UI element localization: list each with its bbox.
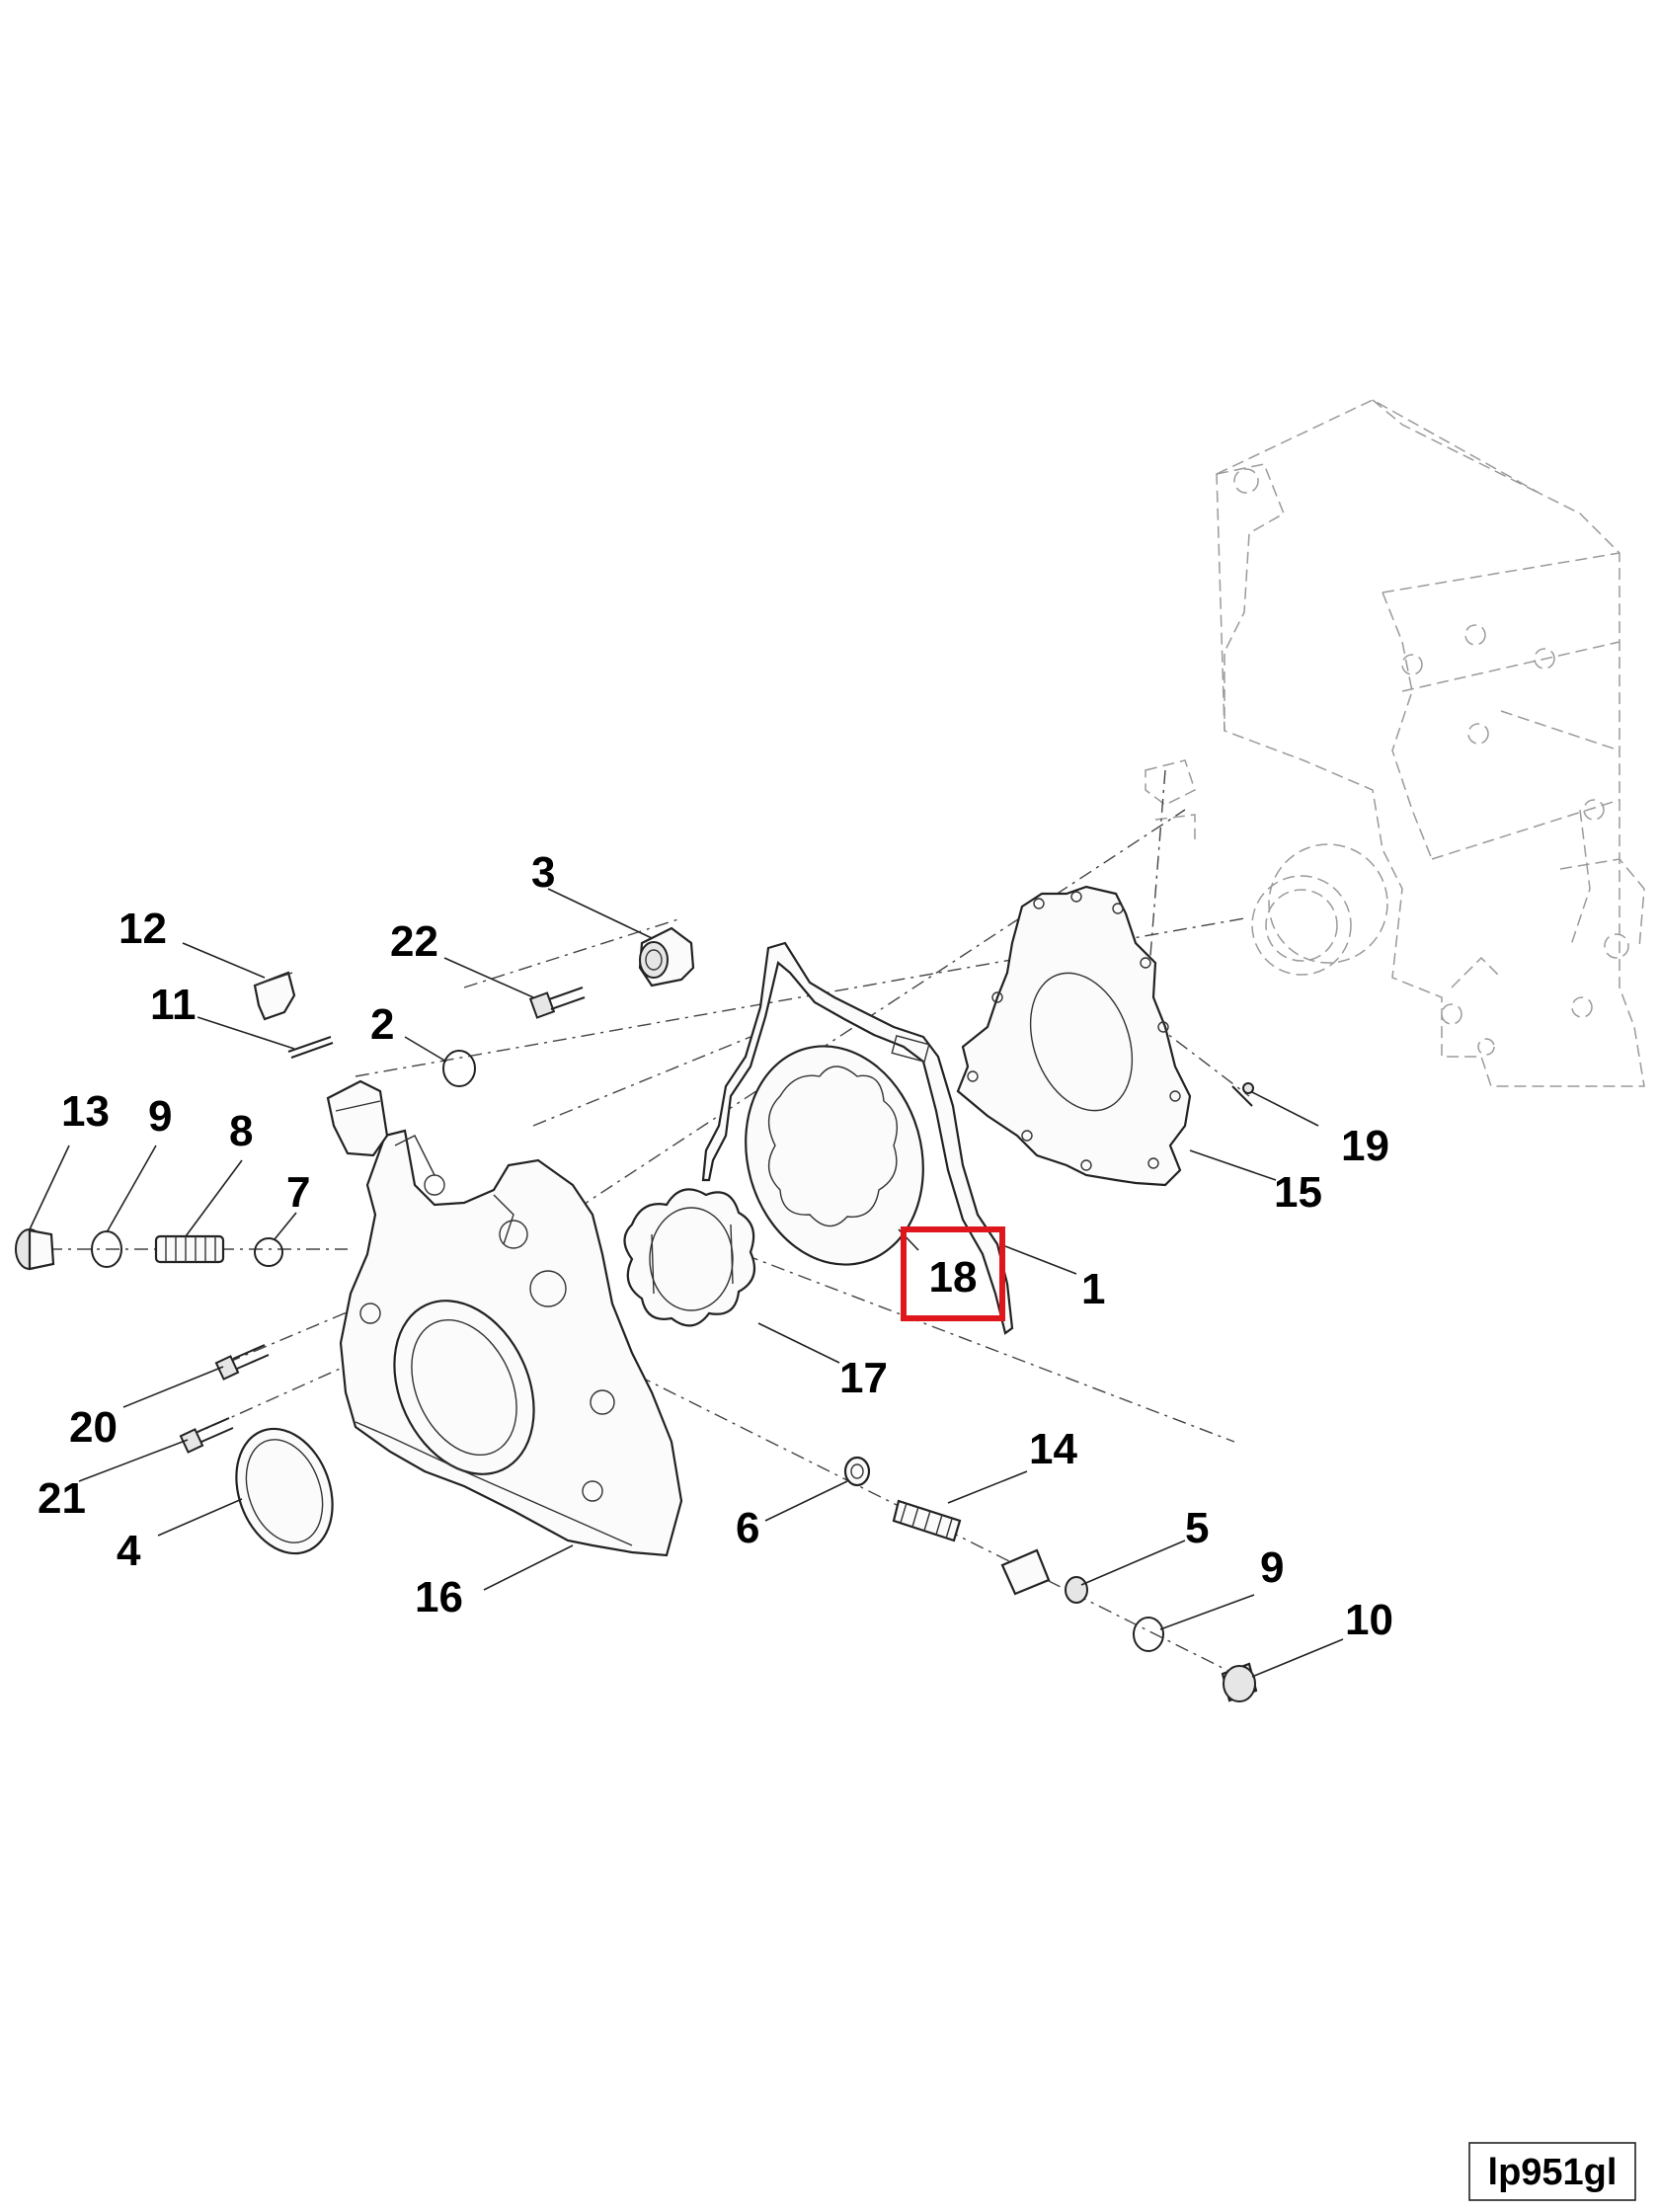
callout-17[interactable]: 17: [839, 1354, 888, 1402]
leader-lines: [29, 888, 1344, 1678]
cap: [253, 971, 296, 1021]
callout-8[interactable]: 8: [229, 1107, 253, 1155]
bolt-22: [528, 987, 586, 1019]
o-ring-small: [287, 1036, 334, 1059]
sleeve-6: [843, 1456, 871, 1487]
callout-4[interactable]: 4: [117, 1527, 141, 1575]
seal-ring-4: [235, 1427, 334, 1555]
callout-20[interactable]: 20: [69, 1403, 118, 1452]
callout-6[interactable]: 6: [736, 1504, 759, 1552]
seal-housing: [638, 926, 695, 988]
callout-9-right[interactable]: 9: [1260, 1543, 1284, 1592]
callout-1[interactable]: 1: [1081, 1265, 1105, 1313]
filler-tube: [326, 1079, 389, 1157]
callout-13[interactable]: 13: [61, 1087, 110, 1136]
callout-19[interactable]: 19: [1341, 1122, 1389, 1170]
plug-10: [1221, 1662, 1258, 1702]
callout-2[interactable]: 2: [370, 1000, 394, 1049]
drawing-code: lp951gl: [1488, 2152, 1618, 2193]
callout-22[interactable]: 22: [390, 917, 438, 966]
valve-5: [1000, 1548, 1088, 1604]
callout-7[interactable]: 7: [286, 1168, 310, 1217]
callout-9-left[interactable]: 9: [148, 1092, 172, 1141]
callout-14[interactable]: 14: [1029, 1425, 1077, 1473]
bolt-20: [214, 1344, 270, 1381]
rear-plate: [956, 885, 1192, 1187]
engine-block-ghost: [1145, 399, 1645, 1087]
spring-8: [154, 1234, 225, 1264]
ball-7: [254, 1237, 283, 1267]
callout-18-highlight: [901, 1226, 1005, 1321]
callout-15[interactable]: 15: [1274, 1168, 1322, 1217]
callout-16[interactable]: 16: [415, 1573, 463, 1621]
bolt-21: [179, 1417, 234, 1454]
outer-rotor: [745, 1045, 924, 1266]
callout-5[interactable]: 5: [1185, 1504, 1209, 1552]
callout-labels: 3 22 2 12 11 13 9 8 7 20 21 4 16 6 14 5 …: [38, 848, 1393, 1644]
o-ring-9-right: [1133, 1617, 1164, 1652]
inner-rotor: [623, 1188, 756, 1327]
callout-21[interactable]: 21: [38, 1474, 86, 1523]
callout-11[interactable]: 11: [150, 981, 197, 1029]
plug-13: [15, 1228, 55, 1271]
callout-3[interactable]: 3: [531, 848, 555, 897]
callout-10[interactable]: 10: [1345, 1596, 1393, 1644]
callout-12[interactable]: 12: [118, 905, 167, 953]
gasket: [701, 941, 1014, 1335]
o-ring-2: [442, 1050, 476, 1087]
callout-18[interactable]: 18: [929, 1253, 978, 1302]
drawing-code-box: lp951gl: [1468, 2142, 1636, 2201]
bolt-19: [1231, 1082, 1254, 1107]
spring-14: [892, 1499, 962, 1542]
front-cover: [339, 1129, 683, 1557]
